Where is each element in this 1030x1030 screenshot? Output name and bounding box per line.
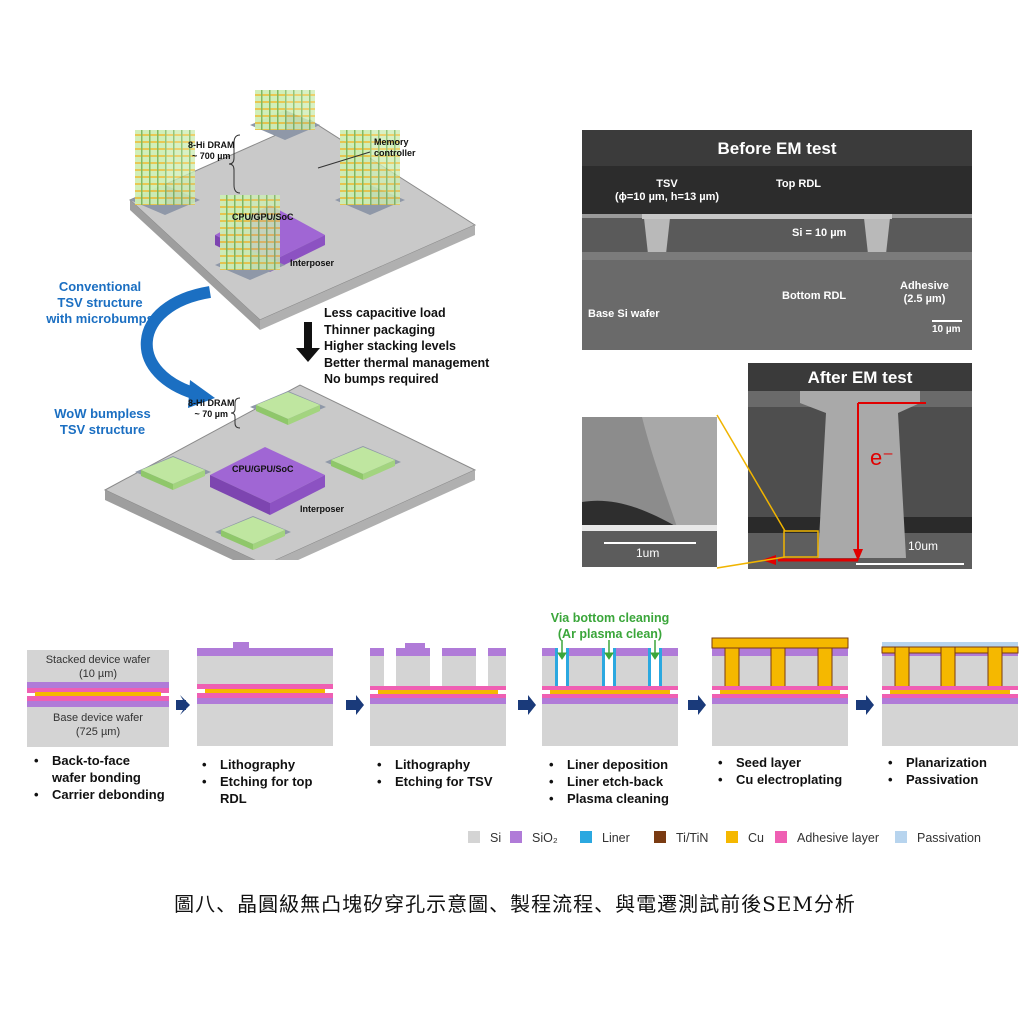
legend-label: Si (490, 831, 502, 845)
base-wafer-process-label: Base device wafer(725 µm) (53, 712, 143, 738)
zoom-connector (716, 414, 786, 569)
sem-before-scale-bar (932, 320, 962, 322)
electron-label: e⁻ (870, 445, 894, 470)
legend-item: Liner (580, 831, 630, 847)
legend-swatch (654, 831, 666, 843)
process-step-3 (370, 643, 506, 746)
step-1-bullets: Back-to-face wafer bonding Carrier debon… (30, 752, 165, 803)
package-schematic (103, 90, 477, 560)
conventional-label: Conventional TSV structure with microbum… (46, 279, 154, 326)
legend-label: Adhesive layer (797, 831, 879, 845)
legend-item: SiO₂ (510, 831, 558, 847)
sem-inset-panel: 1um (582, 417, 717, 567)
top-dram-label: 8-Hi DRAM~ 700 µm (188, 140, 235, 161)
top-interposer-label: Interposer (290, 258, 335, 268)
benefit-item: Thinner packaging (324, 322, 436, 337)
top-dram-stacks (130, 90, 405, 280)
bottom-cpu-label: CPU/GPU/SoC (232, 464, 294, 474)
legend-item: Adhesive layer (775, 831, 879, 847)
benefits-list: Less capacitive load Thinner packaging H… (324, 305, 489, 388)
legend-label: Ti/TiN (676, 831, 709, 845)
legend-swatch (510, 831, 522, 843)
bottom-interposer-label: Interposer (300, 504, 345, 514)
top-interposer (129, 119, 477, 330)
step-6-bullets: Planarization Passivation (884, 754, 987, 788)
step-3-bullets: Lithography Etching for TSV (373, 756, 493, 790)
sem-after-scale-bar (856, 563, 964, 565)
top-cpu-label: CPU/GPU/SoC (232, 212, 294, 222)
process-step-1 (27, 650, 169, 747)
bottom-dram-stacks (135, 391, 401, 550)
via-cleaning-label: Via bottom cleaning(Ar plasma clean) (550, 611, 670, 641)
transition-arrow (140, 286, 212, 401)
process-step-2 (197, 642, 333, 746)
legend-swatch (468, 831, 480, 843)
process-step-5 (711, 637, 849, 746)
process-step-6 (881, 642, 1019, 746)
legend-item: Passivation (895, 831, 981, 847)
step-2-bullets: Lithography Etching for top RDL (198, 756, 312, 807)
legend-item: Cu (726, 831, 764, 847)
sem-inset-image (582, 417, 717, 567)
wow-label: WoW bumpless TSV structure (54, 406, 151, 437)
tsv-label: TSV(ϕ=10 µm, h=13 µm) (614, 178, 720, 203)
bottom-dram-label: 8-Hi DRAM~ 70 µm (188, 398, 235, 419)
legend-swatch (895, 831, 907, 843)
adhesive-label: Adhesive(2.5 µm) (900, 280, 949, 305)
legend-swatch (580, 831, 592, 843)
stacked-wafer-label: Stacked device wafer(10 µm) (45, 654, 151, 680)
base-wafer-label: Base Si wafer (588, 308, 660, 320)
inset-scale-bar (604, 542, 696, 544)
legend-label: Cu (748, 831, 764, 845)
legend-label: Liner (602, 831, 630, 845)
top-rdl-label: Top RDL (776, 178, 822, 190)
sem-after-image (748, 363, 972, 569)
sem-before-image (582, 130, 972, 350)
sem-before-panel: Before EM test TSV(ϕ=10 µm, h=13 µm) Top… (582, 130, 972, 350)
sem-after-panel: After EM test e⁻ 10um (748, 363, 972, 569)
sem-before-title: Before EM test (717, 139, 837, 158)
benefit-arrow (296, 322, 320, 362)
benefit-item: No bumps required (324, 372, 439, 386)
bottom-cpu-die (210, 447, 325, 515)
sem-after-title: After EM test (807, 368, 913, 387)
legend-item: Si (468, 831, 501, 847)
legend-label: SiO₂ (532, 831, 558, 845)
legend-item: Ti/TiN (654, 831, 708, 847)
step-5-bullets: Seed layer Cu electroplating (714, 754, 842, 788)
bottom-rdl-label: Bottom RDL (782, 290, 847, 302)
process-flow (27, 637, 1019, 747)
sem-before-scale-label: 10 µm (932, 324, 961, 335)
benefit-item: Better thermal management (324, 355, 490, 370)
benefit-item: Less capacitive load (324, 306, 446, 320)
sem-after-scale-label: 10um (908, 539, 939, 553)
legend-swatch (726, 831, 738, 843)
legend-label: Passivation (917, 831, 981, 845)
figure-caption: 圖八、晶圓級無凸塊矽穿孔示意圖、製程流程、與電遷測試前後SEM分析 (174, 892, 856, 916)
benefit-item: Higher stacking levels (324, 339, 457, 353)
legend-swatch (775, 831, 787, 843)
inset-scale-label: 1um (636, 546, 660, 560)
process-step-4 (542, 640, 678, 746)
si-thickness-label: Si = 10 µm (792, 227, 847, 239)
step-4-bullets: Liner deposition Liner etch-back Plasma … (545, 756, 669, 807)
